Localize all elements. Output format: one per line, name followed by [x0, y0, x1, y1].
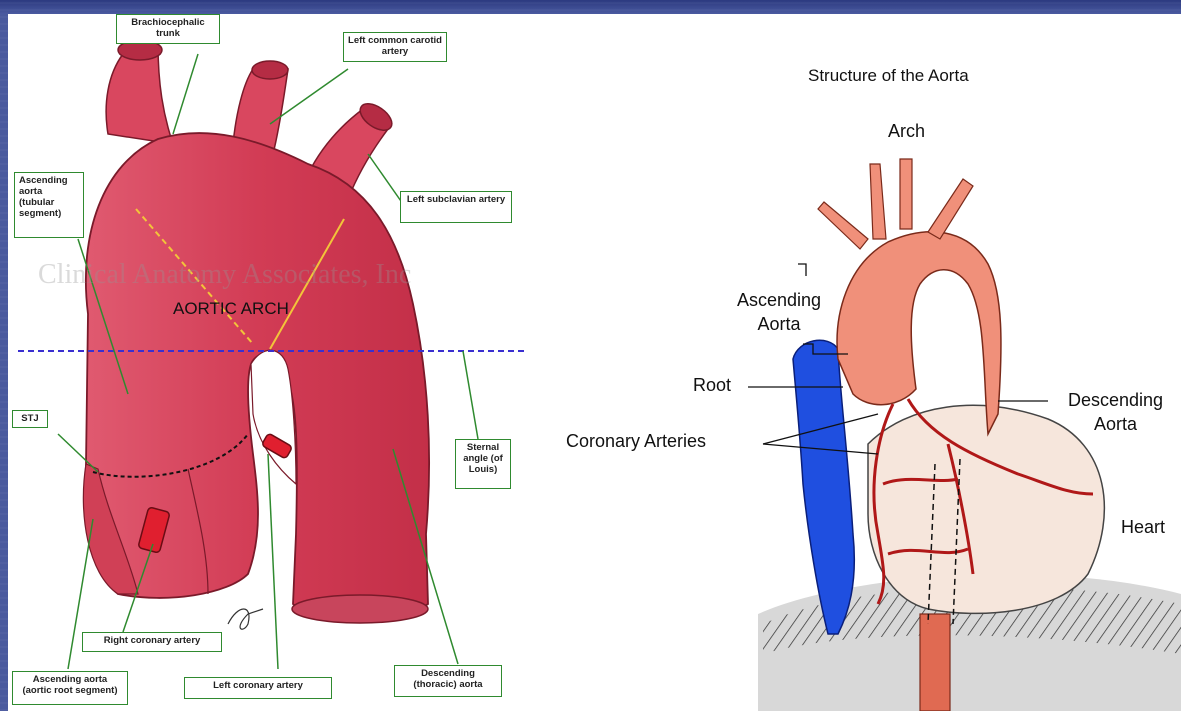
label-descending-thoracic-aorta: Descending (thoracic) aorta — [394, 665, 502, 697]
aortic-arch-title: AORTIC ARCH — [173, 299, 289, 319]
label-left-subclavian: Left subclavian artery — [400, 191, 512, 223]
label-sternal-angle: Sternal angle (of Louis) — [455, 439, 511, 489]
label-descending-aorta: Descending Aorta — [1050, 388, 1181, 436]
watermark: Clinical Anatomy Associates, Inc — [38, 259, 411, 291]
label-right-coronary-artery: Right coronary artery — [82, 632, 222, 652]
label-left-common-carotid: Left common carotid artery — [343, 32, 447, 62]
label-ascending-aorta-tubular: Ascending aorta (tubular segment) — [14, 172, 84, 238]
label-heart: Heart — [1121, 517, 1165, 538]
label-ascending-aorta-root: Ascending aorta (aortic root segment) — [12, 671, 128, 705]
label-arch: Arch — [888, 121, 925, 142]
aorta-structure-diagram-panel: Structure of the Aorta Arch Ascending Ao… — [548, 14, 1181, 711]
label-root: Root — [693, 375, 731, 396]
aortic-arch-diagram-panel: Clinical Anatomy Associates, Inc AORTIC … — [8, 14, 548, 711]
vena-cava-shape — [793, 340, 854, 634]
heart-shape — [868, 405, 1104, 613]
label-brachiocephalic-trunk: Brachiocephalic trunk — [116, 14, 220, 44]
label-ascending-aorta: Ascending Aorta — [724, 288, 834, 336]
label-stj: STJ — [12, 410, 48, 428]
aorta-arch-shape — [837, 232, 1001, 434]
label-coronary-arteries: Coronary Arteries — [566, 431, 706, 452]
aortic-arch-illustration — [8, 14, 548, 711]
aorta-structure-illustration — [548, 14, 1181, 711]
label-left-coronary-artery: Left coronary artery — [184, 677, 332, 699]
right-diagram-title: Structure of the Aorta — [808, 66, 969, 86]
